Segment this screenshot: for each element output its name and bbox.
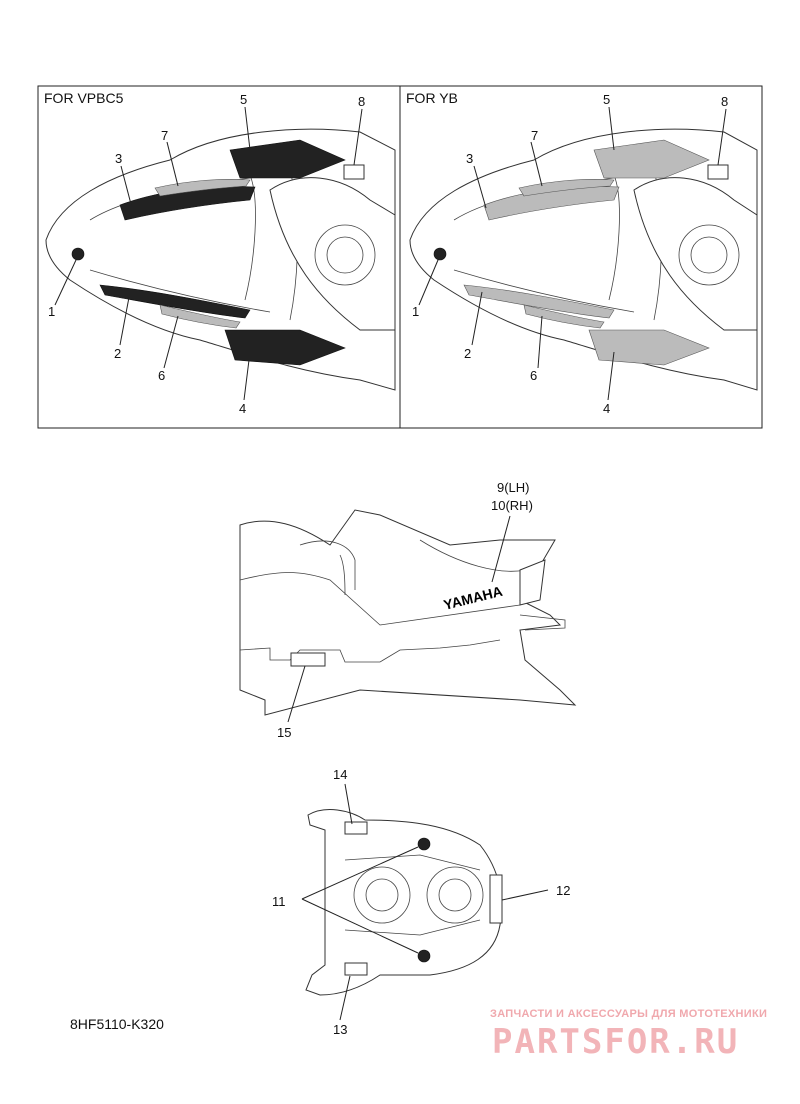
- callout-2-yb: 2: [464, 346, 471, 361]
- decal-8: [707, 164, 729, 180]
- watermark-brand: PARTSFOR.RU: [492, 1022, 740, 1062]
- callout-15: 15: [277, 725, 291, 740]
- callout-8-vpbc5: 8: [358, 94, 365, 109]
- emblem-decal-bottom: [417, 949, 431, 963]
- decal-5: [593, 139, 710, 179]
- callout-1-yb: 1: [412, 304, 419, 319]
- decal-2: [99, 284, 251, 319]
- emblem-decal: [433, 247, 447, 261]
- callout-8-yb: 8: [721, 94, 728, 109]
- panel-title-yb: FOR YB: [406, 90, 458, 106]
- decal-6: [523, 304, 605, 329]
- side-hull: [239, 509, 577, 716]
- callout-3-vpbc5: 3: [115, 151, 122, 166]
- callout-6-yb: 6: [530, 368, 537, 383]
- decal-14: [344, 821, 368, 835]
- callout-5-vpbc5: 5: [240, 92, 247, 107]
- decal-6: [159, 304, 241, 329]
- callout-14: 14: [333, 767, 347, 782]
- callout-13: 13: [333, 1022, 347, 1037]
- rear-hull: [305, 809, 503, 996]
- decal-7: [518, 178, 615, 197]
- callout-1-vpbc5: 1: [48, 304, 55, 319]
- part-code: 8HF5110-K320: [70, 1016, 164, 1032]
- decal-7: [154, 178, 251, 197]
- decal-13: [344, 962, 368, 976]
- decal-4: [588, 329, 710, 366]
- panel-title-vpbc5: FOR VPBC5: [44, 90, 124, 106]
- callout-7-vpbc5: 7: [161, 128, 168, 143]
- rear-view: 14 11 12 13: [272, 767, 570, 1037]
- callout-10-rh: 10(RH): [491, 498, 533, 513]
- decal-8: [343, 164, 365, 180]
- decal-15: [290, 652, 326, 667]
- panel-yb: FOR YB 5 8 7 3 1 2 6 4: [406, 90, 758, 416]
- callout-9-lh: 9(LH): [497, 480, 530, 495]
- emblem-decal: [71, 247, 85, 261]
- emblem-decal-top: [417, 837, 431, 851]
- decal-2: [463, 284, 615, 319]
- callout-5-yb: 5: [603, 92, 610, 107]
- callout-2-vpbc5: 2: [114, 346, 121, 361]
- decal-4: [224, 329, 346, 366]
- decal-12: [489, 874, 503, 924]
- callout-4-yb: 4: [603, 401, 610, 416]
- callout-6-vpbc5: 6: [158, 368, 165, 383]
- callout-4-vpbc5: 4: [239, 401, 246, 416]
- side-view: YAMAHA 9(LH) 10(RH) 15: [239, 480, 577, 740]
- callout-7-yb: 7: [531, 128, 538, 143]
- callout-3-yb: 3: [466, 151, 473, 166]
- decal-5: [229, 139, 346, 179]
- callout-11: 11: [272, 894, 286, 909]
- watermark-tagline: ЗАПЧАСТИ И АКСЕССУАРЫ ДЛЯ МОТОТЕХНИКИ: [490, 1008, 768, 1020]
- callout-12: 12: [556, 883, 570, 898]
- panel-vpbc5: FOR VPBC5 5 8 7 3 1 2 6 4: [44, 90, 396, 416]
